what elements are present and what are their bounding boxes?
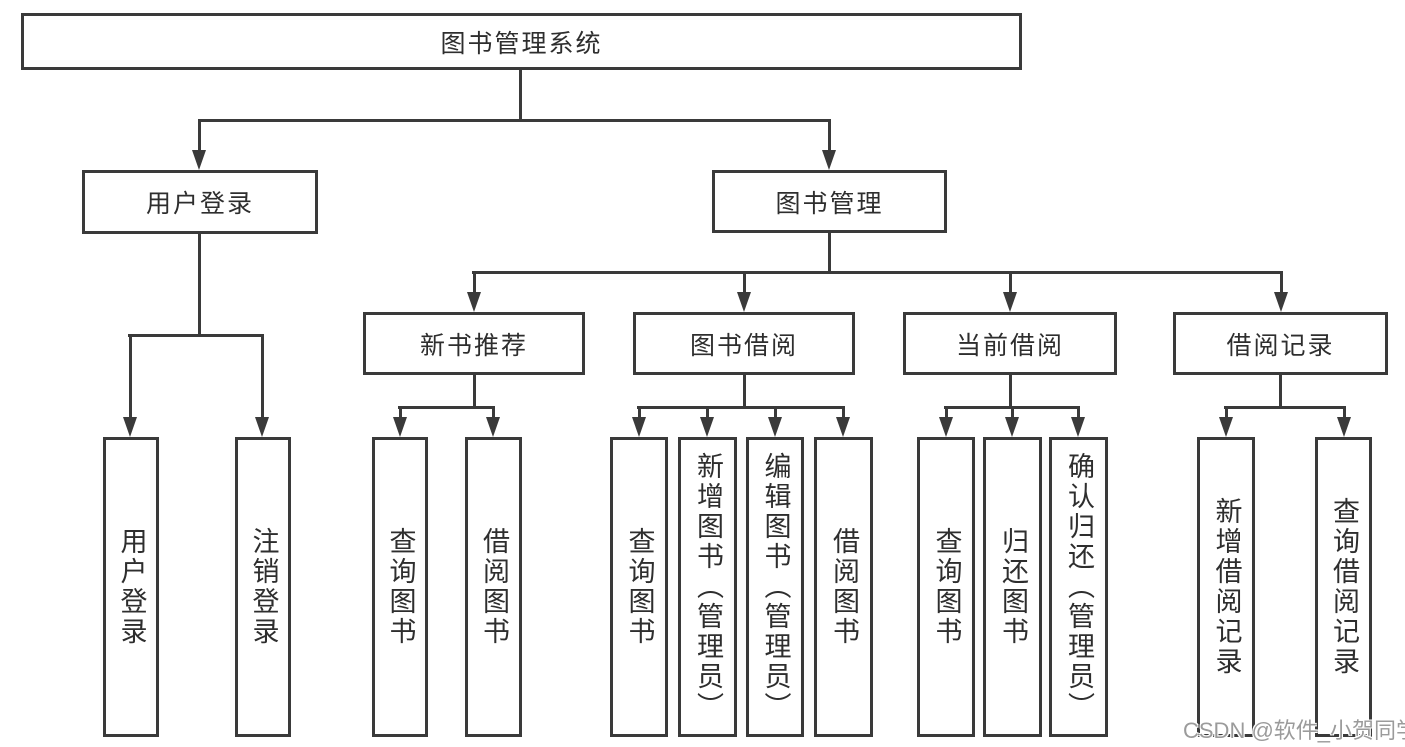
leaf-add-book-admin: 新增图书（管理员）: [678, 437, 737, 737]
connector-stem: [827, 233, 831, 272]
arrow-down-icon: [1274, 292, 1288, 312]
node-borrow-record: 借阅记录: [1173, 312, 1388, 375]
watermark-text: CSDN @软件_小贺同学: [1183, 718, 1405, 743]
connector-stem: [1008, 375, 1012, 407]
leaf-query-book-3: 查询图书: [917, 437, 975, 737]
leaf-query-borrow-record: 查询借阅记录: [1315, 437, 1372, 737]
arrow-down-icon: [632, 417, 646, 437]
connector-stem: [472, 375, 476, 407]
node-book-management: 图书管理: [712, 170, 947, 233]
connector-bus: [128, 333, 264, 337]
arrow-down-icon: [737, 292, 751, 312]
leaf-query-book-1: 查询图书: [372, 437, 428, 737]
node-label: 当前借阅: [955, 331, 1064, 360]
connector-drop: [637, 407, 641, 417]
leaf-add-borrow-record: 新增借阅记录: [1197, 437, 1255, 737]
arrow-down-icon: [486, 417, 500, 437]
arrow-down-icon: [1219, 417, 1233, 437]
connector-drop: [1279, 272, 1283, 292]
arrow-down-icon: [1003, 292, 1017, 312]
connector-drop: [197, 120, 201, 150]
connector-drop: [1008, 272, 1012, 292]
arrow-down-icon: [393, 417, 407, 437]
arrow-down-icon: [1071, 417, 1085, 437]
connector-drop: [128, 335, 132, 417]
leaf-borrow-book-1: 借阅图书: [465, 437, 522, 737]
node-user-login: 用户登录: [82, 170, 318, 234]
arrow-down-icon: [1337, 417, 1351, 437]
connector-drop: [1010, 407, 1014, 417]
connector-stem: [1278, 375, 1282, 407]
connector-stem: [197, 234, 201, 335]
connector-drop: [944, 407, 948, 417]
arrow-down-icon: [939, 417, 953, 437]
connector-drop: [742, 272, 746, 292]
connector-bus: [398, 405, 495, 409]
connector-drop: [773, 407, 777, 417]
connector-bus: [198, 118, 831, 122]
arrow-down-icon: [822, 150, 836, 170]
node-label: 用户登录: [145, 190, 254, 218]
node-label: 借阅图书: [479, 527, 509, 647]
arrow-down-icon: [1005, 417, 1019, 437]
leaf-return-book: 归还图书: [983, 437, 1042, 737]
node-label: 新增图书（管理员）: [693, 452, 723, 722]
node-label: 新增借阅记录: [1211, 497, 1242, 677]
node-current-borrow: 当前借阅: [903, 312, 1117, 375]
connector-stem: [518, 70, 522, 120]
connector-drop: [472, 272, 476, 292]
node-label: 借阅记录: [1226, 331, 1335, 360]
connector-drop: [260, 335, 264, 417]
leaf-confirm-return-admin: 确认归还（管理员）: [1049, 437, 1108, 737]
node-label: 查询借阅记录: [1329, 497, 1359, 677]
connector-drop: [827, 120, 831, 150]
connector-bus: [1224, 405, 1346, 409]
node-new-book-recommend: 新书推荐: [363, 312, 585, 375]
node-label: 确认归还（管理员）: [1064, 452, 1094, 722]
connector-drop: [1342, 407, 1346, 417]
arrow-down-icon: [255, 417, 269, 437]
leaf-borrow-book-2: 借阅图书: [814, 437, 873, 737]
leaf-query-book-2: 查询图书: [610, 437, 668, 737]
arrow-down-icon: [192, 150, 206, 170]
leaf-logout: 注销登录: [235, 437, 291, 737]
node-label: 借阅图书: [829, 527, 859, 647]
arrow-down-icon: [700, 417, 714, 437]
node-label: 用户登录: [116, 527, 147, 647]
connector-bus: [472, 270, 1283, 274]
arrow-down-icon: [836, 417, 850, 437]
node-label: 图书管理: [775, 189, 884, 218]
node-label: 归还图书: [998, 527, 1028, 647]
connector-drop: [491, 407, 495, 417]
node-label: 图书管理系统: [440, 29, 603, 58]
connector-drop: [1224, 407, 1228, 417]
node-label: 新书推荐: [419, 331, 528, 360]
connector-stem: [742, 375, 746, 407]
leaf-edit-book-admin: 编辑图书（管理员）: [746, 437, 804, 737]
connector-drop: [705, 407, 709, 417]
leaf-user-login: 用户登录: [103, 437, 159, 737]
connector-drop: [398, 407, 402, 417]
node-label: 图书借阅: [689, 331, 798, 360]
node-label: 查询图书: [931, 527, 962, 647]
arrow-down-icon: [123, 417, 137, 437]
arrow-down-icon: [467, 292, 481, 312]
node-label: 查询图书: [385, 527, 416, 647]
connector-bus: [637, 405, 845, 409]
node-root: 图书管理系统: [21, 13, 1022, 70]
node-label: 注销登录: [248, 527, 279, 647]
node-book-borrow: 图书借阅: [633, 312, 855, 375]
node-label: 查询图书: [624, 527, 655, 647]
node-label: 编辑图书（管理员）: [760, 452, 791, 722]
connector-drop: [1076, 407, 1080, 417]
arrow-down-icon: [768, 417, 782, 437]
connector-drop: [841, 407, 845, 417]
